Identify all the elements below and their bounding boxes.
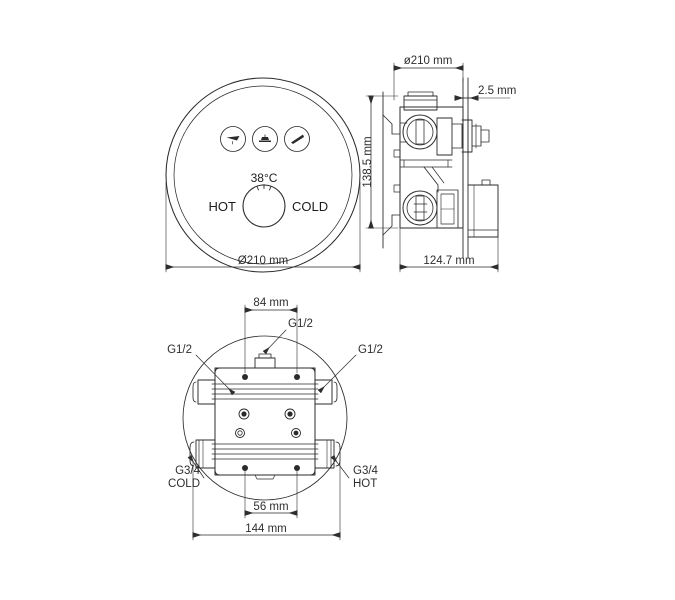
rear-block-nub	[481, 179, 491, 186]
front-view-group	[165, 77, 361, 273]
port-label-right-upper: G1/2	[358, 344, 383, 356]
bottom-view-circle	[182, 335, 348, 501]
outlet-spigot	[461, 119, 473, 153]
leader-top-center	[262, 329, 287, 355]
hole-bottom-left	[242, 465, 248, 471]
plate-thickness-label: 2.5 mm	[478, 85, 516, 97]
bracket-arm-upper	[382, 114, 393, 135]
side-height-label: 138.5 mm	[362, 136, 374, 187]
hole-top-right	[294, 374, 300, 380]
faceplate-inner-circle	[173, 85, 353, 265]
bottom-tab	[254, 474, 276, 480]
port-sublabel-right-lower: HOT	[353, 478, 377, 490]
port-label-left-lower: G3/4	[175, 465, 201, 477]
rear-extension-block	[467, 184, 499, 238]
screw-boss-upper-left	[238, 408, 250, 420]
temperature-label: 38°C	[251, 171, 278, 185]
port-top-center	[254, 357, 276, 369]
bracket-arm-lower	[382, 214, 393, 236]
knob-tick-right	[269, 186, 272, 191]
dim56-label: 56 mm	[253, 501, 288, 513]
hole-bottom-right	[294, 465, 300, 471]
mid-connector-block	[436, 117, 453, 156]
side-view-group	[365, 62, 511, 273]
side-depth-label: 124.7 mm	[423, 255, 474, 267]
internal-diagonal-pipe	[423, 166, 439, 193]
bottom-view-group	[182, 304, 357, 541]
leader-left-lower	[187, 454, 205, 479]
leader-left-upper	[195, 354, 236, 396]
screw-boss-lower-left	[235, 428, 245, 438]
lower-right-detail-box	[436, 189, 459, 229]
screw-boss-upper-right	[284, 408, 296, 420]
dim84-label: 84 mm	[253, 297, 288, 309]
screw-boss-lower-right	[291, 428, 301, 438]
outlet-button-3	[284, 126, 310, 152]
cold-label: COLD	[292, 199, 328, 214]
port-label-left-upper: G1/2	[167, 344, 192, 356]
port-sublabel-left-lower: COLD	[168, 478, 200, 490]
front-diameter-label: Ø210 mm	[238, 255, 289, 267]
dim144-label: 144 mm	[245, 523, 287, 535]
port-right-lower	[314, 439, 335, 469]
hot-label: HOT	[209, 199, 237, 214]
leader-right-lower	[330, 454, 350, 479]
thermostat-knob	[242, 184, 286, 228]
hole-top-left	[242, 374, 248, 380]
port-label-right-lower: G3/4	[353, 465, 379, 477]
side-diameter-label: ø210 mm	[404, 55, 453, 67]
port-label-top-center: G1/2	[288, 318, 313, 330]
outlet-button-1	[220, 126, 246, 152]
faceplate-outer-circle	[165, 77, 361, 273]
outlet-button-2	[252, 126, 278, 152]
port-left-lower	[195, 439, 216, 469]
knob-tick-left	[256, 186, 259, 191]
leader-right-upper	[317, 354, 357, 394]
upper-housing	[403, 95, 438, 111]
